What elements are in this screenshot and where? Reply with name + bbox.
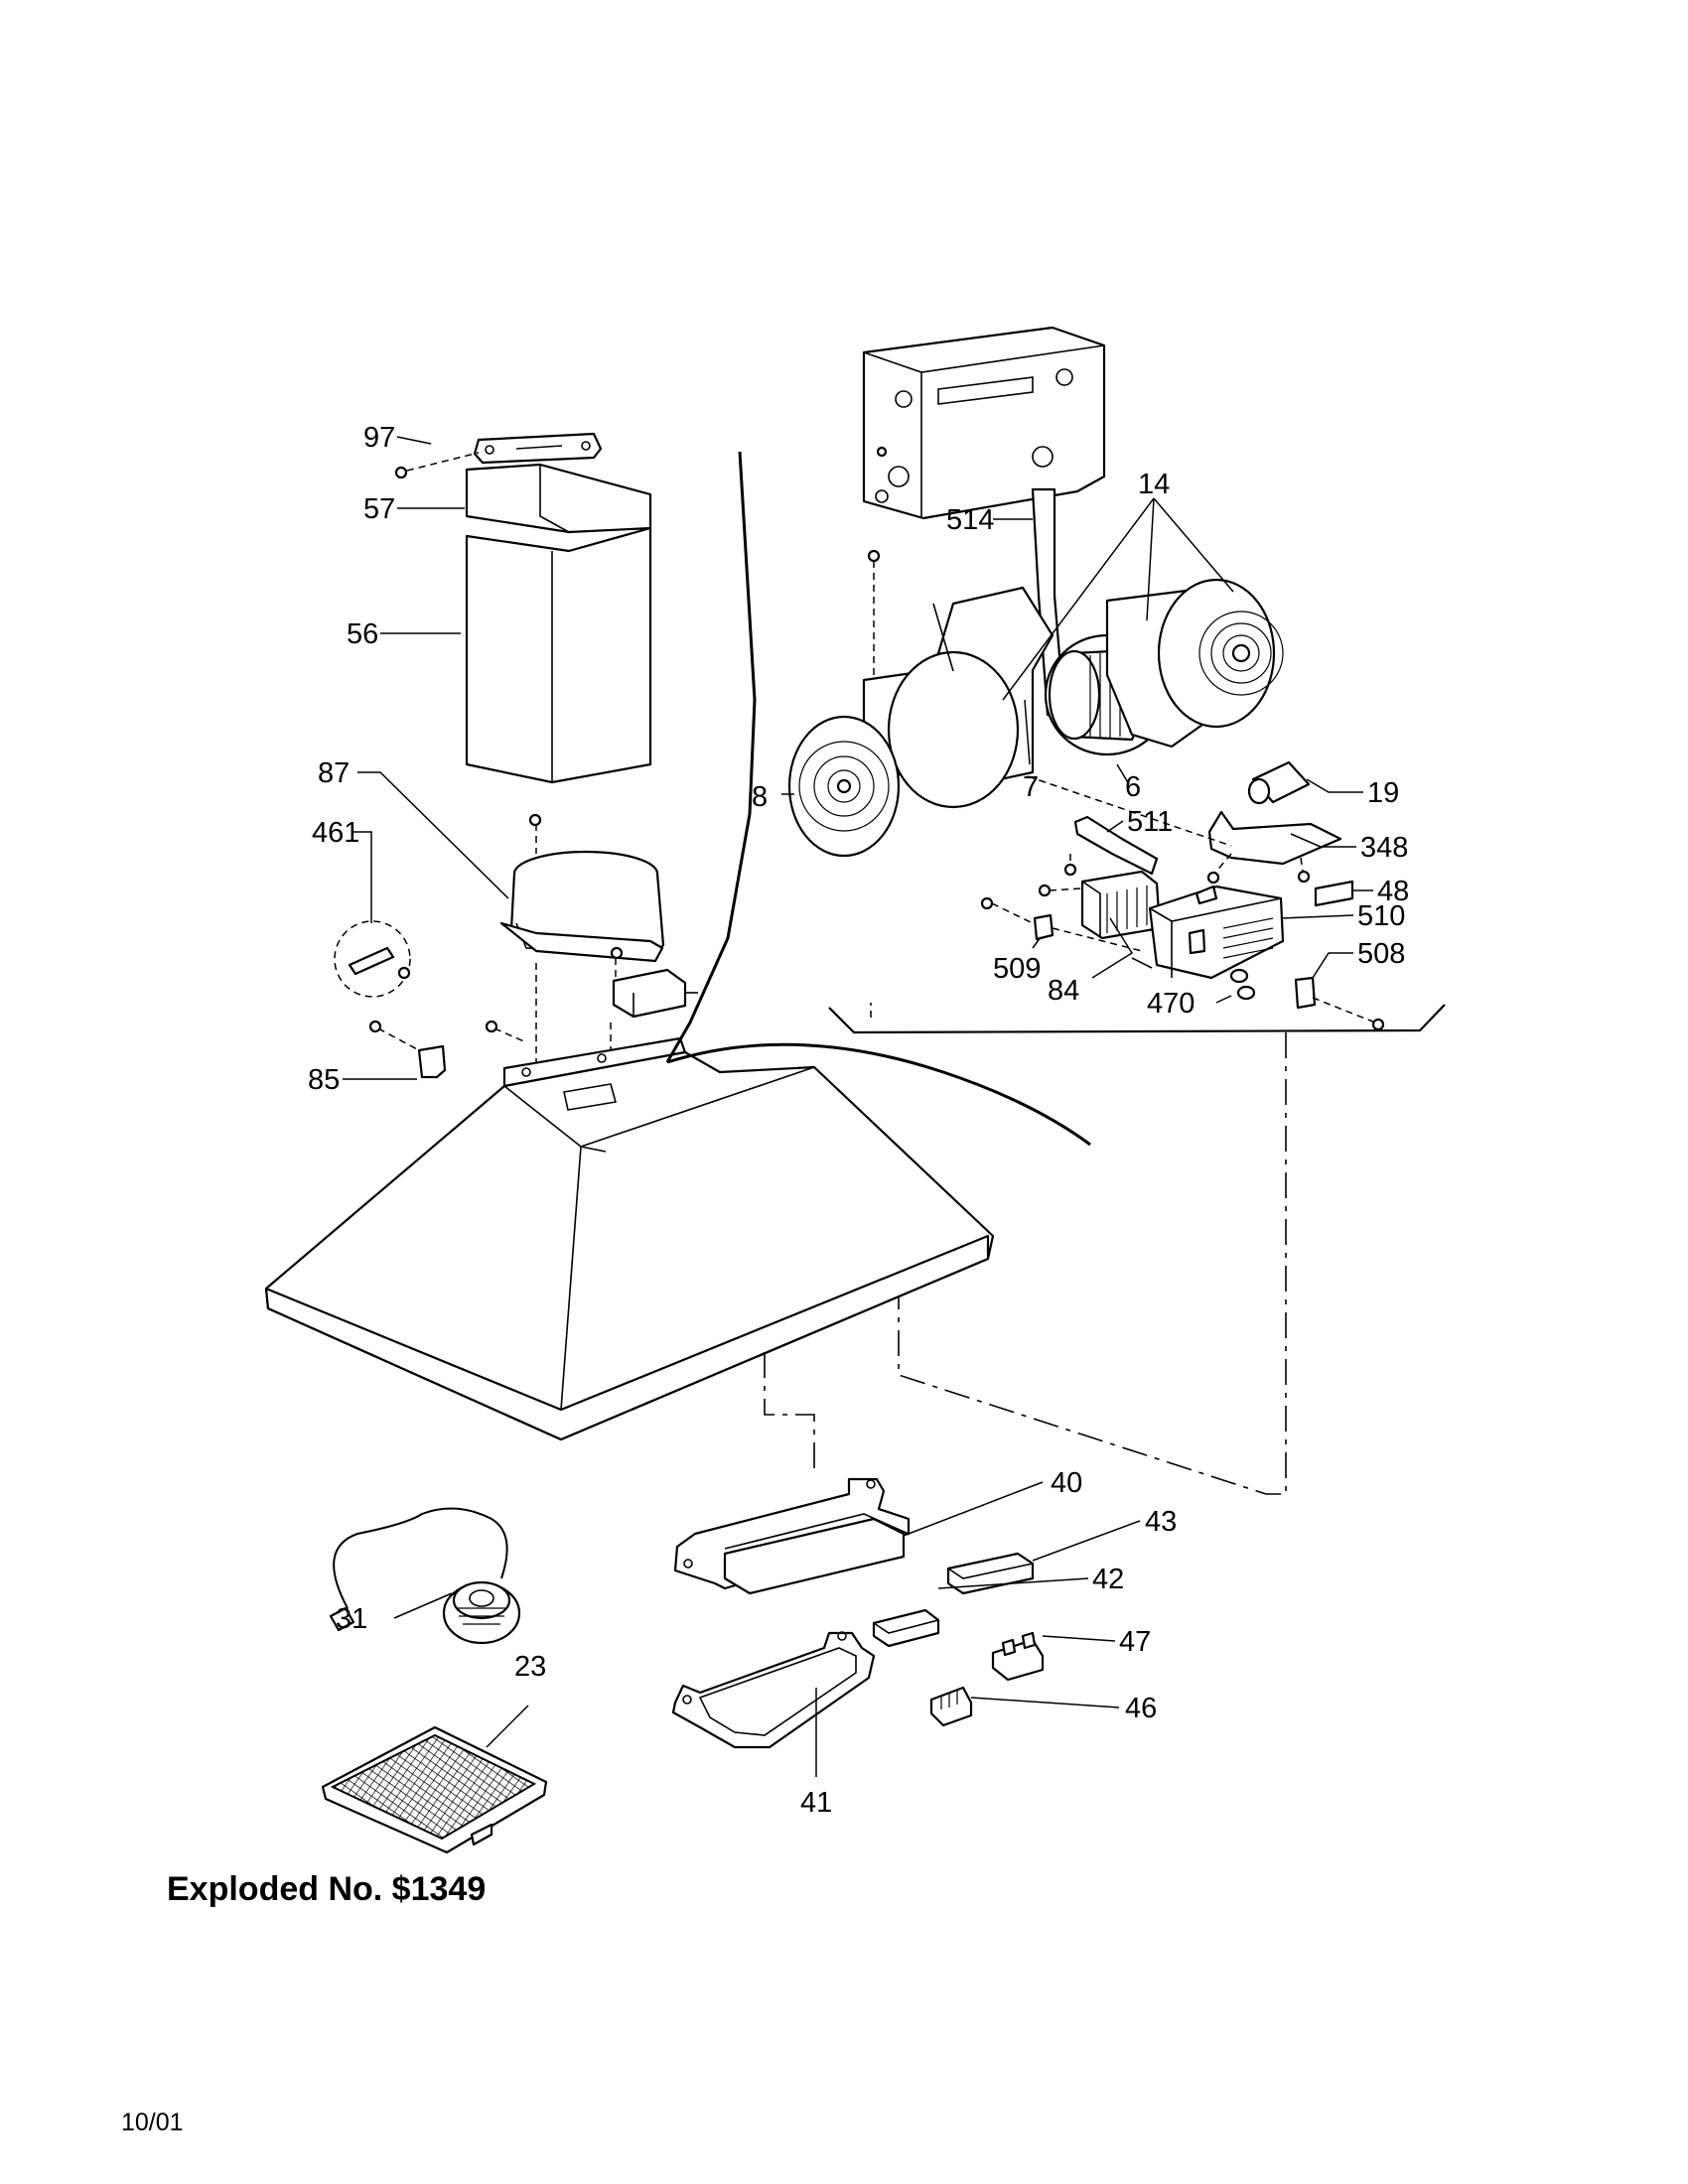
motor-plate-8 [787,715,901,858]
clip-85 [368,1020,527,1079]
part-label-461: 461 [312,817,359,849]
motor-to-hood-guide [898,1032,1287,1495]
filter-frame-41 [671,1631,876,1749]
part-label-470: 470 [1147,988,1195,1020]
part-label-56: 56 [347,618,378,650]
part-label-42: 42 [1092,1564,1124,1595]
capacitor-19 [1247,760,1311,805]
light-housing-40 [673,1352,911,1595]
fuse-508 [1294,976,1385,1031]
part-label-348: 348 [1360,832,1408,864]
control-box-510 [1131,885,1285,980]
part-label-508: 508 [1357,938,1405,970]
part-label-87: 87 [318,757,350,789]
knobs-470 [1229,968,1256,1001]
part-label-511: 511 [1127,806,1173,838]
part-label-41: 41 [800,1787,832,1819]
anchor-kit-461 [334,920,411,998]
power-cord [665,451,1091,1147]
blower-housing-right [1105,578,1284,749]
part-label-14: 14 [1138,469,1170,500]
terminal-block-84 [1038,870,1162,940]
hood-body [264,1036,995,1441]
motor-assembly-base-line [828,1004,1446,1034]
part-label-514: 514 [946,504,994,536]
part-label-85: 85 [308,1064,340,1096]
part-label-509: 509 [993,953,1041,985]
junction-box [610,946,698,1019]
lens-42 [872,1608,940,1648]
switch-46 [929,1686,973,1727]
part-label-47: 47 [1119,1626,1151,1658]
chimney-bracket-97 [394,432,603,479]
duct-connector-87 [499,813,665,963]
light-bulb-31 [329,1507,521,1645]
part-label-57: 57 [363,493,395,525]
part-label-19: 19 [1367,777,1399,809]
part-label-97: 97 [363,422,395,454]
leader-lines [343,436,1373,1777]
part-label-43: 43 [1145,1506,1177,1538]
upper-chimney-57 [465,463,652,534]
switch-48 [1314,880,1354,907]
bracket-348 [1027,775,1342,885]
part-label-6: 6 [1125,771,1141,803]
grease-filter-23 [321,1725,548,1854]
part-label-23: 23 [514,1651,546,1683]
part-label-46: 46 [1125,1693,1157,1724]
revision-date: 10/01 [121,2109,184,2136]
part-number-labels: 97 57 56 87 461 85 514 14 8 7 6 19 511 3… [308,422,1409,1819]
diagram-title: Exploded No. $1349 [167,1870,487,1908]
wiring-bracket-511 [1063,815,1159,877]
part-label-48: 48 [1377,876,1409,907]
mounting-frame [862,326,1106,520]
plate-509 [980,896,1143,952]
part-label-7: 7 [1023,771,1039,803]
part-label-8: 8 [752,781,768,813]
part-label-31: 31 [336,1603,367,1635]
lower-chimney-56 [465,526,652,784]
part-label-84: 84 [1048,975,1079,1007]
switch-47 [991,1631,1045,1682]
lens-43 [946,1552,1035,1595]
part-label-510: 510 [1357,900,1405,932]
part-label-40: 40 [1051,1467,1082,1499]
